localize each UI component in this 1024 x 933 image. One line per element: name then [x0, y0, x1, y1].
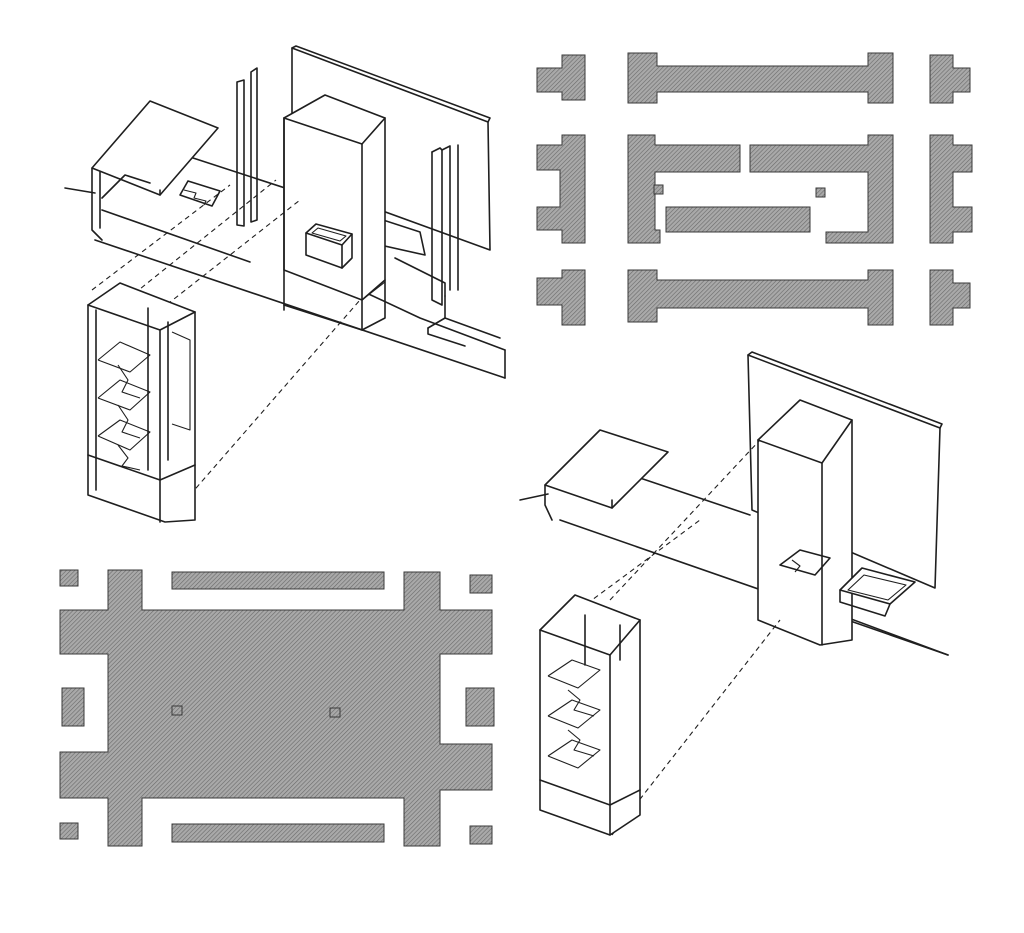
plan-a-corner-tr: [929, 54, 971, 104]
right-column: [431, 144, 459, 306]
plan-b-square-tr: [469, 574, 493, 594]
canopy-slab-b: [544, 429, 669, 521]
axonometric-a: [64, 45, 506, 523]
plan-a: [536, 52, 973, 326]
plan-b-square-bl: [59, 822, 79, 840]
plan-b-square-inner-right: [329, 707, 341, 718]
plan-a-mid-right-top: [749, 134, 894, 244]
projection-lines: [91, 179, 361, 496]
canopy-slab: [91, 100, 251, 263]
plan-b-square-br: [469, 825, 493, 845]
basin-box: [305, 223, 353, 269]
plan-b-square-ml: [61, 687, 85, 727]
plan-a-right-bracket: [929, 134, 973, 244]
right-step: [427, 295, 501, 347]
plan-b: [59, 569, 495, 847]
stair-tower: [87, 282, 196, 523]
plan-b-square-inner-left: [171, 705, 183, 716]
stair-opening: [179, 180, 221, 207]
plan-a-corner-br: [929, 269, 971, 326]
basin-box-b: [839, 567, 916, 617]
plan-b-bottom-bar: [171, 823, 385, 843]
plan-a-left-bracket: [536, 134, 586, 244]
plan-a-mid-left: [627, 134, 741, 244]
plan-b-square-mr: [465, 687, 495, 727]
stair-opening-b: [779, 549, 831, 576]
plan-b-square-tl: [59, 569, 79, 587]
central-block: [283, 94, 386, 331]
plan-a-bottom-bar: [627, 269, 894, 326]
central-block-b: [757, 399, 853, 646]
plan-a-square-left: [653, 184, 664, 195]
stair-tower-b: [539, 594, 641, 836]
plan-b-main-grid: [59, 569, 493, 847]
plan-a-top-bar: [627, 52, 894, 104]
plan-a-corner-bl: [536, 269, 586, 326]
plan-a-square-right: [815, 187, 826, 198]
plan-a-mid-bar: [665, 206, 811, 233]
plan-a-corner-tl: [536, 54, 586, 101]
twin-posts: [236, 67, 258, 227]
plan-b-top-bar: [171, 571, 385, 590]
axonometric-b: [519, 351, 949, 836]
